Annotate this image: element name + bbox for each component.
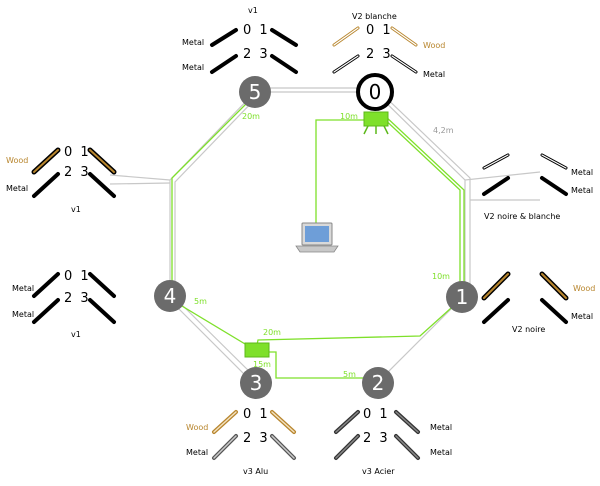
station-5-title: v1 (248, 6, 258, 15)
station-0-nums-bottom: 2 3 (366, 47, 393, 62)
station-4a-mat-bottom: Metal (6, 184, 29, 193)
station-3-nums-bottom: 2 3 (243, 431, 270, 446)
station-1a-mat-top: Metal (571, 168, 594, 177)
station-5-mat-top: Metal (182, 38, 205, 47)
station-3-mat-bottom: Metal (186, 448, 209, 457)
pointer-icons-1a (482, 153, 568, 196)
pointer-icons-4a (31, 147, 117, 198)
green-cable-network (171, 94, 465, 379)
station-2-mat-top: Metal (430, 423, 453, 432)
distance-0-1: 4,2m (433, 126, 454, 135)
node-2-label: 2 (371, 371, 385, 395)
switch-top (363, 111, 389, 135)
station-1b-title: V2 noire (512, 325, 546, 334)
station-3-mat-top: Wood (186, 423, 209, 432)
node-3 (240, 367, 272, 399)
pointer-icons-1b (481, 271, 569, 324)
node-5-label: 5 (248, 80, 262, 104)
distance-3-2: 5m (343, 370, 356, 379)
station-4a-title: v1 (71, 205, 81, 214)
distance-0-switch: 10m (340, 112, 358, 121)
node-4-label: 4 (163, 284, 177, 308)
grey-station-links (109, 171, 541, 201)
station-1a-mat-bottom: Metal (571, 186, 594, 195)
station-1b-mat-top: Wood (573, 284, 596, 293)
station-5-mat-bottom: Metal (182, 63, 205, 72)
station-0-mat-top: Wood (423, 41, 446, 50)
station-4a-nums-top: 0 1 (64, 145, 91, 160)
station-0-title: V2 blanche (352, 12, 397, 21)
station-4b-nums-top: 0 1 (64, 269, 91, 284)
pointer-icons-4b (32, 272, 116, 324)
station-2-mat-bottom: Metal (430, 448, 453, 457)
distance-4-3: 5m (194, 297, 207, 306)
node-5 (239, 76, 271, 108)
node-1-label: 1 (455, 285, 469, 309)
distance-switch3-top: 20m (263, 328, 281, 337)
station-4b-nums-bottom: 2 3 (64, 291, 91, 306)
node-2 (362, 367, 394, 399)
station-0-mat-bottom: Metal (423, 70, 446, 79)
station-4b-mat-bottom: Metal (12, 310, 35, 319)
station-5-nums-bottom: 2 3 (243, 47, 270, 62)
station-1b-mat-bottom: Metal (571, 312, 594, 321)
station-1a-title: V2 noire & blanche (484, 212, 561, 221)
node-3-label: 3 (249, 371, 263, 395)
station-3-title: v3 Alu (243, 467, 269, 476)
station-2-nums-top: 0 1 (363, 407, 390, 422)
node-0 (356, 73, 394, 111)
pointer-icons-0 (332, 26, 418, 74)
laptop-icon (295, 222, 339, 253)
distance-switch-1: 10m (432, 272, 450, 281)
station-4b-mat-top: Metal (12, 284, 35, 293)
distance-switch3-side: 15m (253, 360, 271, 369)
station-4a-nums-bottom: 2 3 (64, 165, 91, 180)
station-4b-title: v1 (71, 330, 81, 339)
distance-5-4: 20m (242, 112, 260, 121)
pointer-icons-2 (334, 410, 420, 460)
pointer-icons-5 (210, 28, 298, 74)
station-2-nums-bottom: 2 3 (363, 431, 390, 446)
station-3-nums-top: 0 1 (243, 407, 270, 422)
node-0-label: 0 (368, 80, 382, 104)
pointer-icons-3 (212, 410, 296, 460)
node-4 (154, 280, 186, 312)
node-1 (446, 281, 478, 313)
station-5-nums-top: 0 1 (243, 23, 270, 38)
switch-bottom (244, 342, 270, 358)
station-2-title: v3 Acier (362, 467, 395, 476)
station-0-nums-top: 0 1 (366, 23, 393, 38)
station-4a-mat-top: Wood (6, 156, 29, 165)
